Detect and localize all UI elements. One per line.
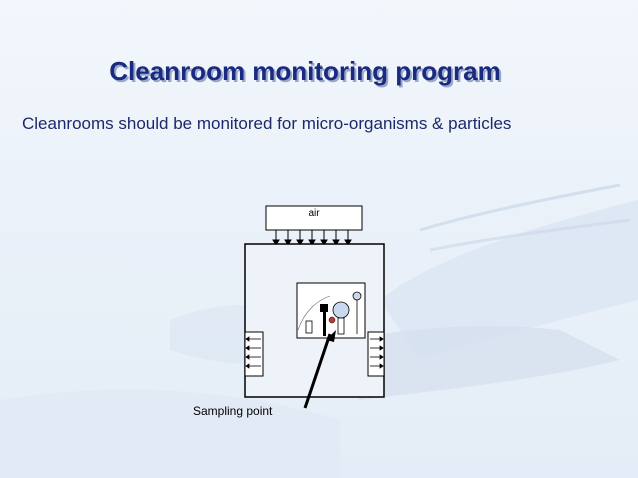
air-label: air: [308, 208, 320, 219]
sampling-point-label: Sampling point: [193, 404, 273, 418]
airflow-arrows: [272, 230, 352, 246]
sampling-pointer-arrow: [303, 333, 332, 409]
sampler-device: [320, 304, 328, 312]
slide-subtitle: Cleanrooms should be monitored for micro…: [22, 114, 512, 133]
sampling-point-marker: [328, 316, 336, 324]
left-vent: [244, 331, 264, 377]
sampler-head: [332, 301, 350, 319]
air-duct: [265, 205, 363, 231]
slide-title: Cleanroom monitoring program: [109, 56, 501, 86]
